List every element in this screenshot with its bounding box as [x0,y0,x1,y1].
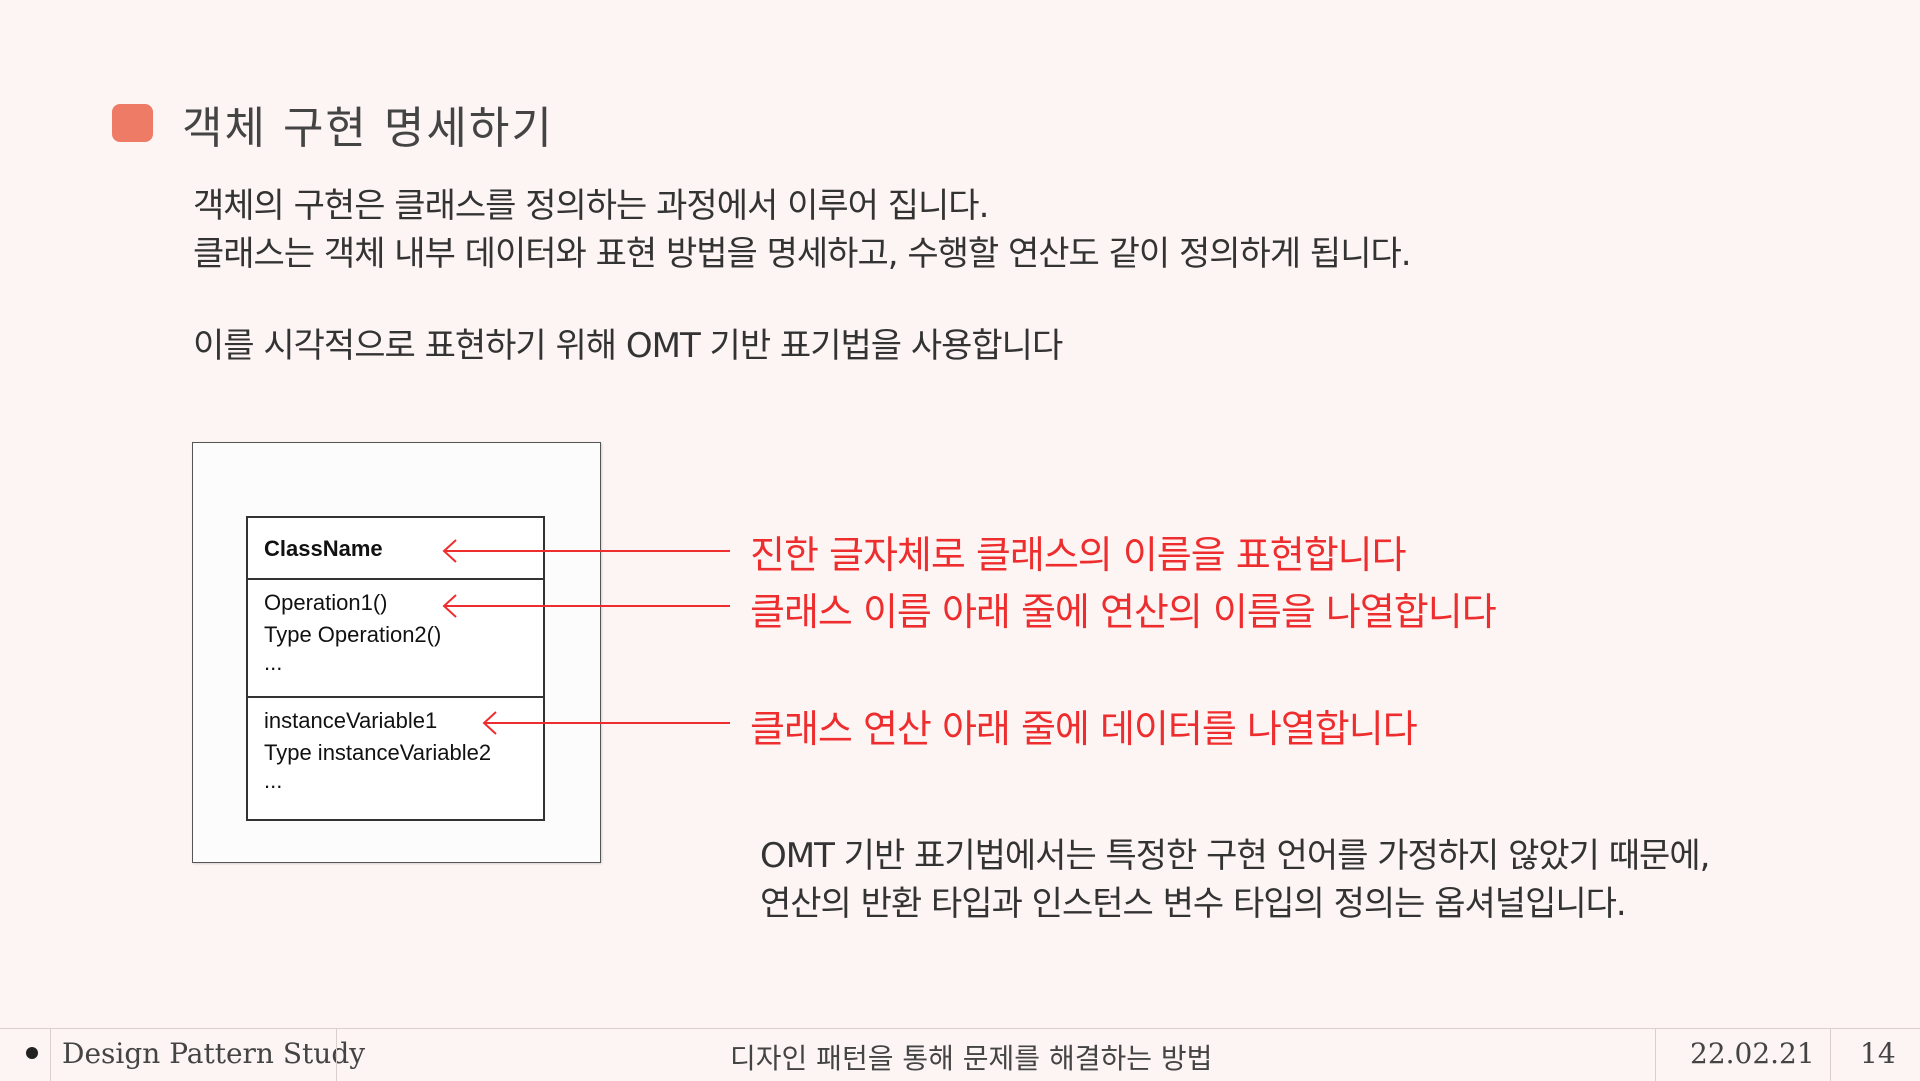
body-line-3: 이를 시각적으로 표현하기 위해 OMT 기반 표기법을 사용합니다 [193,326,1063,366]
callout-data: 클래스 연산 아래 줄에 데이터를 나열합니다 [750,707,1418,751]
uml-operation-1: Operation1() [264,590,388,615]
body-line-1: 객체의 구현은 클래스를 정의하는 과정에서 이루어 집니다. [193,186,989,226]
uml-operation-ellipsis: ... [264,650,283,675]
uml-variable-2: Type instanceVariable2 [264,740,492,765]
footer-bullet-icon [26,1047,38,1059]
slide-title: 객체 구현 명세하기 [182,103,554,154]
note-line-1: OMT 기반 표기법에서는 특정한 구현 언어를 가정하지 않았기 때문에, [760,836,1710,876]
footer-divider [336,1029,337,1081]
body-line-2: 클래스는 객체 내부 데이터와 표현 방법을 명세하고, 수행할 연산도 같이 … [193,234,1412,274]
omt-class-figure: ClassName Operation1() Type Operation2()… [192,442,601,863]
uml-variable-1: instanceVariable1 [264,708,438,733]
uml-class-name: ClassName [264,536,383,561]
uml-operation-2: Type Operation2() [264,622,442,647]
slide-footer: Design Pattern Study 디자인 패턴을 통해 문제를 해결하는… [0,1028,1920,1081]
arrow-to-variables [482,711,730,735]
footer-study-name: Design Pattern Study [62,1037,366,1070]
footer-date: 22.02.21 [1690,1037,1815,1070]
uml-class-box: ClassName Operation1() Type Operation2()… [246,516,545,821]
note-line-2: 연산의 반환 타입과 인스턴스 변수 타입의 정의는 옵셔널입니다. [760,884,1627,924]
callout-operations: 클래스 이름 아래 줄에 연산의 이름을 나열합니다 [750,590,1497,634]
footer-divider [1830,1029,1831,1081]
arrow-to-operations [442,594,730,618]
uml-operations-section: Operation1() Type Operation2() ... [248,580,543,698]
footer-page-number: 14 [1860,1037,1896,1070]
footer-subtitle: 디자인 패턴을 통해 문제를 해결하는 방법 [730,1042,1213,1075]
uml-name-section: ClassName [248,518,543,580]
arrow-to-class-name [442,539,730,563]
uml-variables-section: instanceVariable1 Type instanceVariable2… [248,698,543,817]
footer-divider [1655,1029,1656,1081]
footer-divider [50,1029,51,1081]
callout-class-name: 진한 글자체로 클래스의 이름을 표현합니다 [750,533,1407,577]
uml-variable-ellipsis: ... [264,768,283,793]
title-bullet-square [112,104,153,142]
